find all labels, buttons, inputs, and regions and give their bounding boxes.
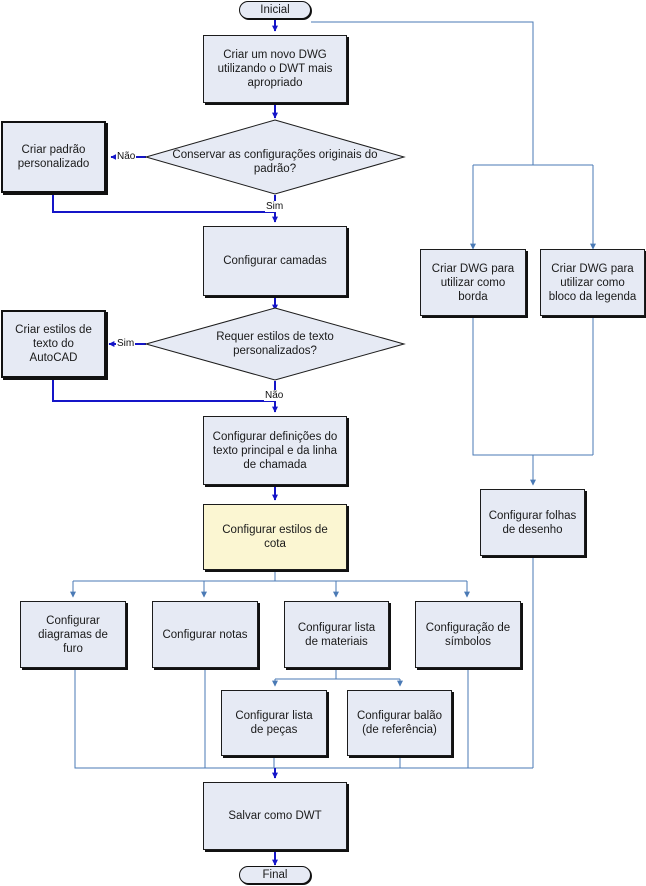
box-criar-estilos-label: Criar estilos de texto do AutoCAD: [15, 324, 92, 364]
box-config-simbolos-label: Configuração de símbolos: [425, 621, 511, 648]
box-config-lista-pecas-label: Configurar lista de peças: [235, 710, 313, 736]
decision-requer-text: Requer estilos de texto personalizados?: [176, 328, 374, 360]
box-criar-padrao: Criar padrão personalizado: [1, 121, 106, 193]
box-criar-dwg-label: Criar um novo DWG utilizando o DWT mais …: [217, 49, 333, 89]
box-config-folhas-label: Configurar folhas de desenho: [488, 509, 577, 536]
box-config-cota: Configurar estilos de cota: [203, 504, 347, 570]
connector-padrao-return: [52, 194, 275, 213]
box-config-balao-label: Configurar balão (de referência): [356, 710, 443, 736]
box-dwg-legenda: Criar DWG para utilizar como bloco da le…: [540, 249, 645, 316]
box-config-texto-label: Configurar definições do texto principal…: [212, 430, 338, 471]
label-sim-requer: Sim: [116, 338, 136, 349]
connector-inicial-right-branch: [311, 21, 534, 165]
box-config-simbolos: Configuração de símbolos: [415, 601, 521, 668]
box-config-folhas: Configurar folhas de desenho: [480, 489, 585, 556]
decision-conservar-text: Conservar as configurações originais do …: [166, 146, 384, 178]
terminal-final-label: Final: [262, 869, 288, 881]
box-config-notas-label: Configurar notas: [162, 628, 248, 641]
box-criar-padrao-label: Criar padrão personalizado: [17, 144, 90, 170]
box-criar-dwg: Criar um novo DWG utilizando o DWT mais …: [203, 35, 347, 103]
terminal-inicial-label: Inicial: [260, 4, 290, 16]
decision-conservar: [144, 119, 406, 195]
connector-bottom-merge: [74, 669, 533, 769]
box-salvar-dwt: Salvar como DWT: [203, 782, 347, 850]
box-salvar-dwt-label: Salvar como DWT: [228, 810, 322, 822]
box-config-furo: Configurar diagramas de furo: [20, 601, 126, 668]
box-dwg-borda-label: Criar DWG para utilizar como borda: [431, 262, 515, 303]
box-criar-estilos: Criar estilos de texto do AutoCAD: [1, 310, 106, 378]
box-config-camadas: Configurar camadas: [203, 226, 347, 296]
box-config-lista-mat: Configurar lista de materiais: [284, 601, 389, 668]
box-config-lista-mat-label: Configurar lista de materiais: [297, 621, 376, 648]
decision-requer-estilos: [144, 307, 406, 381]
thin-connectors: [70, 21, 596, 769]
connector-estilos-return: [52, 379, 275, 402]
box-config-lista-pecas: Configurar lista de peças: [221, 690, 327, 756]
label-sim-conservar: Sim: [265, 201, 285, 212]
decision-requer-label: Requer estilos de texto personalizados?: [216, 331, 334, 357]
box-dwg-legenda-label: Criar DWG para utilizar como bloco da le…: [548, 262, 637, 303]
box-config-cota-label: Configurar estilos de cota: [222, 524, 328, 550]
box-config-texto: Configurar definições do texto principal…: [203, 416, 347, 485]
terminal-final: Final: [239, 866, 311, 884]
decision-conservar-label: Conservar as configurações originais do …: [172, 149, 378, 175]
label-nao-requer: Não: [264, 390, 285, 401]
box-config-notas: Configurar notas: [152, 601, 258, 668]
terminal-inicial: Inicial: [239, 1, 311, 19]
box-dwg-borda: Criar DWG para utilizar como borda: [420, 249, 526, 316]
connector-borda-merge: [472, 317, 593, 456]
box-config-camadas-label: Configurar camadas: [223, 255, 327, 267]
box-config-furo-label: Configurar diagramas de furo: [38, 614, 108, 655]
label-nao-conservar: Não: [116, 151, 137, 162]
box-config-balao: Configurar balão (de referência): [347, 690, 452, 756]
